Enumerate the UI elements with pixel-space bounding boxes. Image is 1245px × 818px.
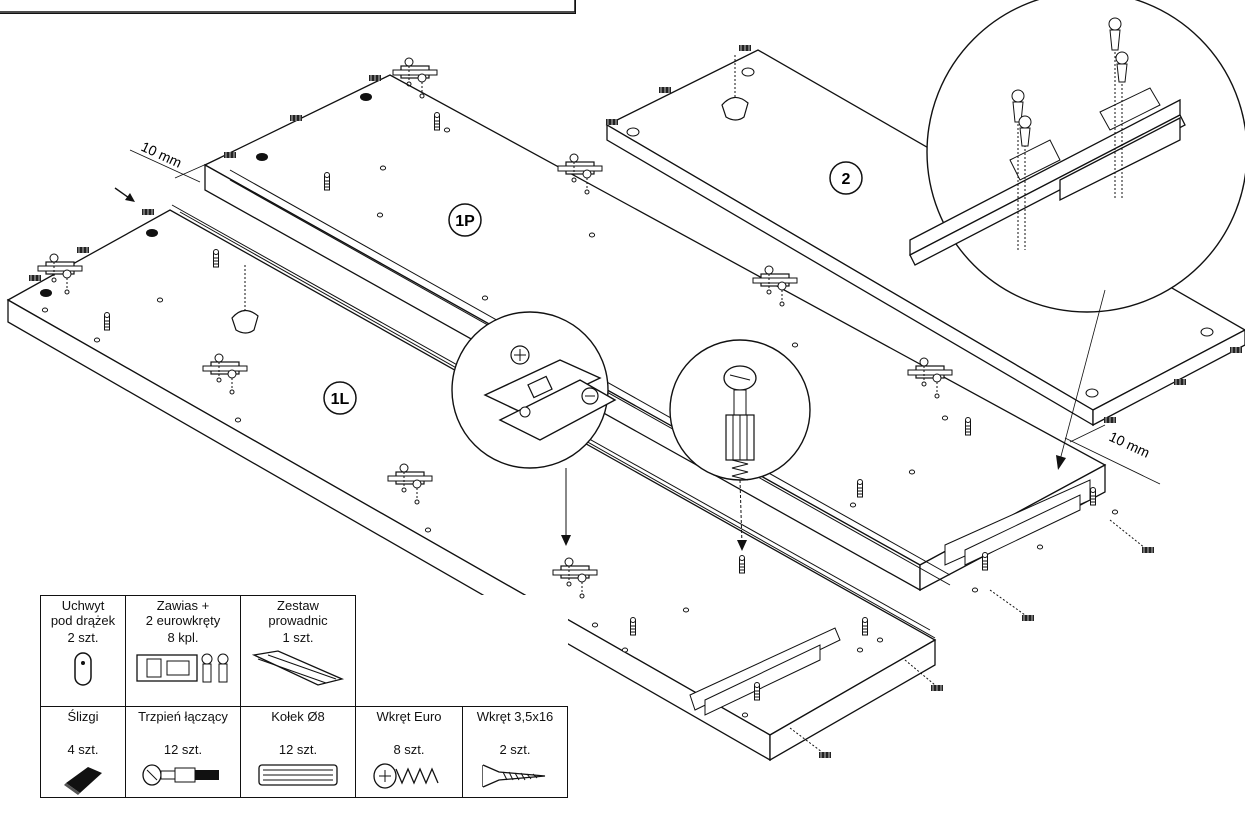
part-hinge: Zawias + 2 eurowkręty 8 kpl. <box>125 595 241 707</box>
part-name: Trzpień łączący <box>138 709 228 724</box>
part-rod-holder: Uchwyt pod drążek 2 szt. <box>40 595 126 707</box>
panel-label-2: 2 <box>829 161 863 195</box>
part-runner-set: Zestaw prowadnic 1 szt. <box>240 595 356 707</box>
rod-holder-icon <box>74 652 92 686</box>
part-euro-screw: Wkręt Euro 8 szt. <box>355 706 463 798</box>
wood-screw-icon <box>482 764 546 788</box>
part-qty: 2 szt. <box>499 742 531 757</box>
dowel-icon <box>258 764 338 786</box>
part-qty: 4 szt. <box>67 742 99 757</box>
part-wood-screw: Wkręt 3,5x16 2 szt. <box>462 706 568 798</box>
part-connector-bolt: Trzpień łączący 12 szt. <box>125 706 241 798</box>
detail-runner <box>909 0 1245 470</box>
dimension-label-left: 10 mm <box>139 138 185 171</box>
part-dowel: Kołek Ø8 12 szt. <box>240 706 356 798</box>
connector-bolt-icon <box>142 764 219 786</box>
panel-label-1p: 1P <box>448 203 482 237</box>
part-glide: Ślizgi 4 szt. <box>40 706 126 798</box>
panel-1l <box>6 204 944 762</box>
svg-text:1L: 1L <box>331 391 350 408</box>
parts-table: Uchwyt pod drążek 2 szt. Zawias + 2 euro… <box>40 595 568 798</box>
part-name: Uchwyt pod drążek <box>50 598 116 628</box>
panel-2 <box>605 44 1245 427</box>
svg-text:1P: 1P <box>455 213 475 230</box>
svg-text:2: 2 <box>842 171 851 188</box>
dimension-label-right: 10 mm <box>1107 428 1153 461</box>
part-qty: 12 szt. <box>278 742 318 757</box>
detail-connector <box>669 339 811 551</box>
part-qty: 12 szt. <box>163 742 203 757</box>
euro-screw-icon <box>373 763 439 789</box>
part-name: Kołek Ø8 <box>271 709 325 724</box>
detail-hinge <box>451 311 617 546</box>
part-qty: 2 szt. <box>67 630 99 645</box>
part-qty: 8 kpl. <box>167 630 199 645</box>
drawer-runner-icon <box>251 650 345 686</box>
hinge-icon <box>136 653 229 683</box>
glide-icon <box>64 767 102 795</box>
part-name: Wkręt 3,5x16 <box>476 709 554 724</box>
part-name: Ślizgi <box>67 709 99 724</box>
part-qty: 8 szt. <box>393 742 425 757</box>
part-name: Zestaw prowadnic <box>268 598 328 628</box>
part-qty: 1 szt. <box>282 630 314 645</box>
part-name: Wkręt Euro <box>376 709 442 724</box>
part-name: Zawias + 2 eurowkręty <box>145 598 221 628</box>
panel-label-1l: 1L <box>323 381 357 415</box>
